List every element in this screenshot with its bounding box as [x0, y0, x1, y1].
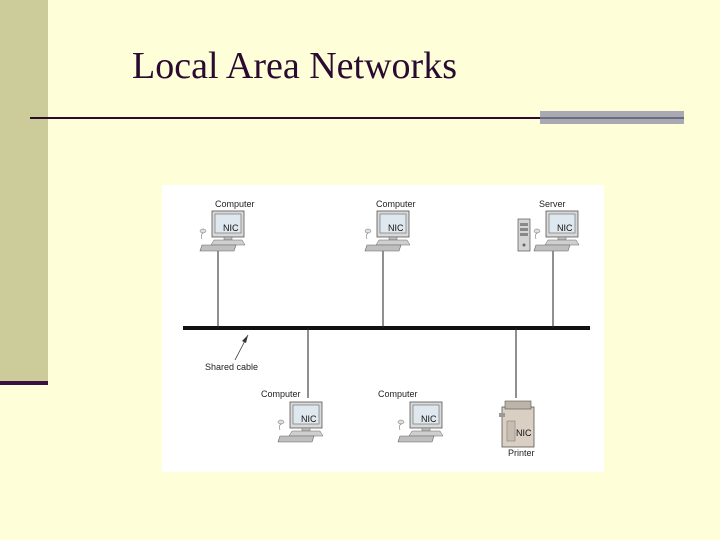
nic-label-3: NIC — [557, 223, 573, 233]
shared-cable-label: Shared cable — [205, 362, 258, 372]
nic-label-5: NIC — [421, 414, 437, 424]
device-label-1: Computer — [215, 199, 255, 209]
computer-4: Computer NIC — [378, 389, 444, 443]
network-diagram: Computer NIC Computer NIC Server NIC Sha… — [162, 185, 604, 472]
computer-1: Computer NIC — [199, 199, 255, 252]
printer: NIC Printer — [499, 400, 535, 458]
computer-2: Computer NIC — [364, 199, 416, 252]
left-sidebar-band — [0, 0, 48, 384]
network-diagram-svg: Computer NIC Computer NIC Server NIC Sha… — [183, 199, 590, 458]
computer-3: Computer NIC — [261, 389, 324, 443]
sidebar-base-line — [0, 381, 48, 385]
title-underline — [30, 117, 542, 119]
title-underline-accent-line — [540, 117, 684, 119]
device-label-2: Computer — [376, 199, 416, 209]
nic-label-4: NIC — [301, 414, 317, 424]
nic-label-6: NIC — [516, 428, 532, 438]
nic-label-2: NIC — [388, 223, 404, 233]
nic-label-1: NIC — [223, 223, 239, 233]
server: Server NIC — [517, 199, 580, 252]
device-label-5: Computer — [378, 389, 418, 399]
shared-cable-annotation: Shared cable — [205, 334, 258, 372]
slide-title: Local Area Networks — [132, 45, 457, 87]
device-label-3: Server — [539, 199, 566, 209]
device-label-4: Computer — [261, 389, 301, 399]
device-label-6: Printer — [508, 448, 535, 458]
